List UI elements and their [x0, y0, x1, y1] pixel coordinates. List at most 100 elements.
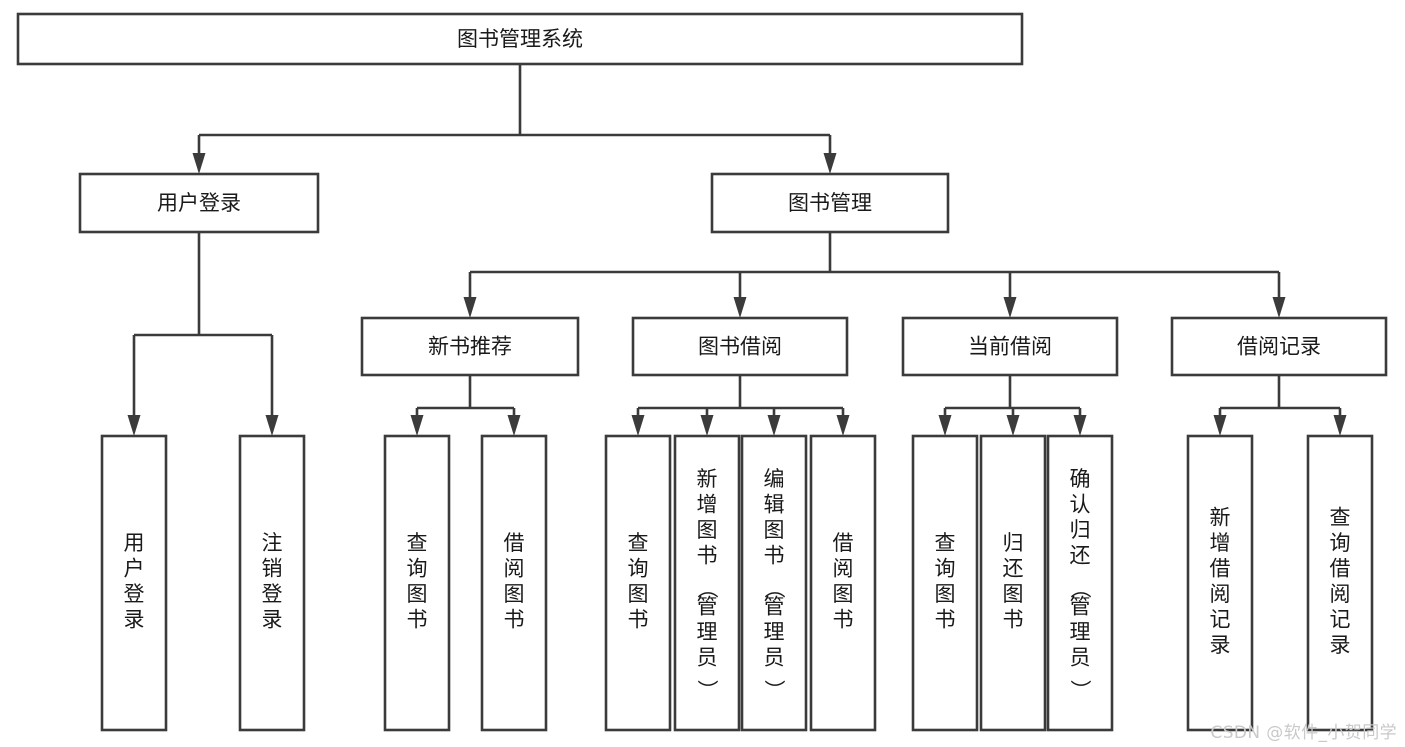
arrow-head	[463, 297, 477, 318]
node-box[interactable]	[100, 434, 168, 732]
node-box[interactable]	[1186, 434, 1254, 732]
node-level1-user-login[interactable]: 用户登录	[78, 172, 320, 234]
arrow-head	[823, 153, 837, 174]
arrow-head	[127, 415, 141, 436]
node-label-char: ）	[762, 680, 786, 701]
node-box[interactable]	[740, 434, 808, 732]
node-label-char: 借	[1210, 556, 1231, 580]
arrow-head	[507, 415, 521, 436]
node-box[interactable]	[480, 434, 548, 732]
node-box[interactable]	[78, 172, 320, 234]
connector-borrow-record-to-leaves	[1213, 375, 1347, 436]
node-label-char: 借	[504, 531, 525, 555]
node-label-char: 图	[504, 582, 525, 606]
node-box[interactable]	[1306, 434, 1374, 732]
arrow-head	[938, 415, 952, 436]
node-box[interactable]	[901, 316, 1119, 377]
node-label-char: 归	[1003, 531, 1024, 555]
arrow-head	[733, 297, 747, 318]
node-label-char: 新	[697, 467, 718, 491]
arrow-head	[836, 415, 850, 436]
connector-root-to-level1	[192, 64, 837, 174]
arrow-head	[1073, 415, 1087, 436]
node-level2-current-borrow[interactable]: 当前借阅	[901, 316, 1119, 377]
arrow-head	[410, 415, 424, 436]
node-label-char: 图	[764, 518, 785, 542]
node-label-char: 阅	[504, 556, 525, 580]
node-label-char: 书	[407, 607, 428, 631]
node-leaf-leaf-user-login[interactable]: 用户登录	[100, 434, 168, 732]
arrow-head	[631, 415, 645, 436]
node-root-root[interactable]: 图书管理系统	[16, 12, 1024, 66]
node-label-char: 书	[833, 607, 854, 631]
node-level1-book-manage[interactable]: 图书管理	[710, 172, 950, 234]
node-label-char: 记	[1210, 607, 1231, 631]
node-box[interactable]	[673, 434, 741, 732]
node-label-char: 查	[1330, 505, 1351, 529]
node-label-char: 书	[628, 607, 649, 631]
node-label-char: 登	[262, 582, 283, 606]
node-level2-book-borrow[interactable]: 图书借阅	[631, 316, 849, 377]
node-label-char: 图	[628, 582, 649, 606]
node-label-char: 确	[1070, 467, 1091, 491]
node-label: 用户登录	[157, 191, 241, 215]
node-label-char: 登	[124, 582, 145, 606]
node-level2-new-book-recommend[interactable]: 新书推荐	[360, 316, 580, 377]
node-label-char: 借	[1330, 556, 1351, 580]
node-label-char: 记	[1330, 607, 1351, 631]
node-label-char: 用	[124, 531, 145, 555]
node-box[interactable]	[631, 316, 849, 377]
node-level2-borrow-record[interactable]: 借阅记录	[1170, 316, 1388, 377]
node-box[interactable]	[710, 172, 950, 234]
arrow-head	[1006, 415, 1020, 436]
node-box[interactable]	[1046, 434, 1114, 732]
node-label-char: 阅	[833, 556, 854, 580]
node-label-char: 图	[833, 582, 854, 606]
node-label-char: 书	[1003, 607, 1024, 631]
node-box[interactable]	[238, 434, 306, 732]
node-label-char: 查	[407, 531, 428, 555]
node-label: 借阅记录	[1237, 335, 1321, 359]
node-label-char: 录	[124, 607, 145, 631]
node-label: 图书管理	[788, 191, 872, 215]
connector-user-login-to-leaves	[127, 232, 279, 436]
node-label-char: 录	[1210, 633, 1231, 657]
connector-new-book-to-leaves	[410, 375, 521, 436]
connector-layer	[127, 64, 1347, 436]
node-box[interactable]	[1170, 316, 1388, 377]
node-box[interactable]	[360, 316, 580, 377]
node-layer: 图书管理系统用户登录图书管理新书推荐图书借阅当前借阅借阅记录用户登录注销登录查询…	[16, 12, 1388, 732]
arrow-head	[700, 415, 714, 436]
node-label-char: 图	[935, 582, 956, 606]
node-box[interactable]	[809, 434, 877, 732]
node-label-char: 询	[628, 556, 649, 580]
arrow-head	[767, 415, 781, 436]
node-label-char: 员	[1070, 646, 1091, 670]
node-box[interactable]	[911, 434, 979, 732]
node-box[interactable]	[16, 12, 1024, 66]
node-label-char: 录	[1330, 633, 1351, 657]
node-label-char: 编	[764, 467, 785, 491]
arrow-head	[192, 153, 206, 174]
node-box[interactable]	[979, 434, 1047, 732]
node-box[interactable]	[604, 434, 672, 732]
node-box[interactable]	[383, 434, 451, 732]
node-label-char: 辑	[764, 493, 785, 517]
node-label-char: 理	[697, 620, 718, 644]
node-label-char: 阅	[1210, 582, 1231, 606]
node-label-char: 询	[935, 556, 956, 580]
node-label-char: 理	[1070, 620, 1091, 644]
